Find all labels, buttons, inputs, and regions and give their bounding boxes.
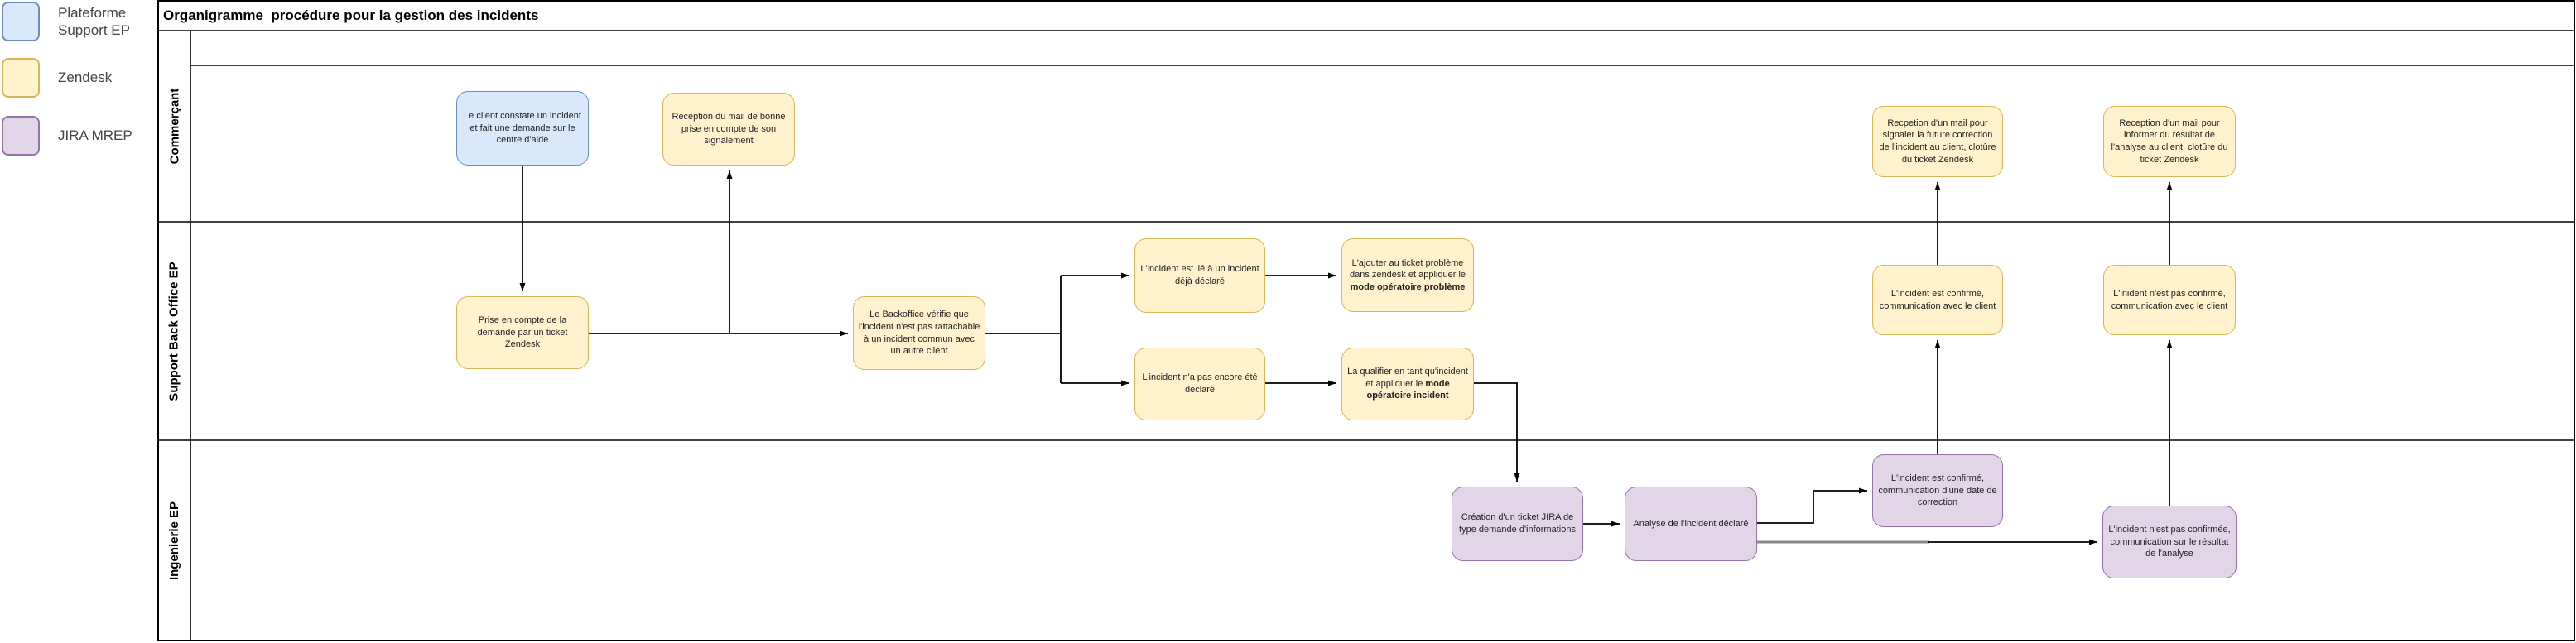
flow-node-analyse-incident-declare: Analyse de l'incident déclaré	[1625, 487, 1757, 561]
flow-node-text-recpetion-mail-future-correction: Recpetion d'un mail pour signaler la fut…	[1877, 118, 1998, 166]
flow-node-text-main: Reception d'un mail pour informer du rés…	[2111, 118, 2228, 165]
flow-node-text-main: Prise en compte de la demande par un tic…	[477, 315, 568, 350]
flow-node-incident-confirme-comm-client: L'incident est confirmé, communication a…	[1872, 265, 2003, 335]
legend-swatch-plateforme-support-ep	[2, 2, 40, 41]
flow-node-text-main: La qualifier en tant qu'incident et appl…	[1347, 367, 1468, 389]
flow-node-text-backoffice-verifie-incident: Le Backoffice vérifie que l'incident n'e…	[858, 309, 980, 357]
flow-node-text-prise-en-compte-ticket-zendesk: Prise en compte de la demande par un tic…	[461, 314, 584, 351]
flow-node-text-incident-confirme-date-correction: L'incident est confirmé, communication d…	[1877, 473, 1998, 509]
flow-node-text-incident-non-confirmee-resultat-analyse: L'incident n'est pas confirmée, communic…	[2107, 524, 2232, 560]
flow-node-backoffice-verifie-incident: Le Backoffice vérifie que l'incident n'e…	[853, 296, 985, 370]
lane-label-text-ingenierie-ep: Ingenierie EP	[167, 501, 182, 580]
flow-node-incident-pas-encore-declare: L'incident n'a pas encore été déclaré	[1134, 348, 1265, 420]
flow-node-text-reception-mail-resultat-analyse: Reception d'un mail pour informer du rés…	[2108, 118, 2231, 166]
flow-node-text-main: Réception du mail de bonne prise en comp…	[672, 112, 786, 146]
flow-node-text-main: Analyse de l'incident déclaré	[1633, 518, 1749, 529]
flow-node-qualifier-incident: La qualifier en tant qu'incident et appl…	[1341, 348, 1474, 420]
flow-node-text-bold: mode opératoire problème	[1350, 281, 1466, 292]
flow-node-text-main: L'incident est lié à un incident déjà dé…	[1140, 264, 1259, 286]
lane-label-text-commercant: Commerçant	[167, 88, 182, 165]
flow-node-text-creation-ticket-jira: Création d'un ticket JIRA de type demand…	[1457, 511, 1578, 535]
flow-node-creation-ticket-jira: Création d'un ticket JIRA de type demand…	[1452, 487, 1583, 561]
flow-node-text-main: L'incident est confirmé, communication d…	[1878, 473, 1997, 508]
flow-node-text-qualifier-incident: La qualifier en tant qu'incident et appl…	[1346, 366, 1469, 402]
legend-label-zendesk: Zendesk	[58, 70, 113, 86]
flow-node-ajouter-ticket-probleme: L'ajouter au ticket problème dans zendes…	[1341, 238, 1474, 312]
lane-label-ingenierie-ep: Ingenierie EP	[158, 440, 190, 641]
flow-node-text-main: L'incident est confirmé, communication a…	[1879, 288, 1996, 311]
connector-qualifier-to-creation-jira	[1474, 382, 1520, 482]
pool-border	[157, 0, 2575, 641]
flow-node-text-analyse-incident-declare: Analyse de l'incident déclaré	[1633, 518, 1748, 530]
flow-node-incident-non-confirmee-resultat-analyse: L'incident n'est pas confirmée, communic…	[2102, 506, 2237, 578]
legend-label-jira-mrep: JIRA MREP	[58, 127, 132, 144]
flow-node-text-incident-lie-deja-declare: L'incident est lié à un incident déjà dé…	[1139, 263, 1260, 287]
flow-node-text-client-constate-incident: Le client constate un incident et fait u…	[461, 110, 584, 146]
connector-analyse-to-confirme-date	[1757, 487, 1867, 524]
lane-label-text-support-back-office-ep: Support Back Office EP	[167, 261, 181, 401]
flow-node-text-ajouter-ticket-probleme: L'ajouter au ticket problème dans zendes…	[1346, 257, 1469, 294]
flow-node-text-incident-pas-encore-declare: L'incident n'a pas encore été déclaré	[1139, 372, 1260, 396]
flow-node-incident-lie-deja-declare: L'incident est lié à un incident déjà dé…	[1134, 238, 1265, 313]
flow-node-reception-mail-resultat-analyse: Reception d'un mail pour informer du rés…	[2103, 106, 2236, 177]
diagram-title: Organigramme procédure pour la gestion d…	[163, 7, 539, 23]
legend-label-plateforme-support-ep: Plateforme Support EP	[58, 4, 130, 38]
lane-label-support-back-office-ep: Support Back Office EP	[158, 222, 190, 440]
flow-node-text-main: Le Backoffice vérifie que l'incident n'e…	[858, 310, 980, 357]
flow-node-text-main: L'inident n'est pas confirmé, communicat…	[2111, 288, 2228, 311]
flow-node-reception-mail-bonne-prise-en-compte: Réception du mail de bonne prise en comp…	[662, 93, 795, 166]
flow-node-prise-en-compte-ticket-zendesk: Prise en compte de la demande par un tic…	[456, 296, 589, 369]
flow-node-text-main: L'incident n'est pas confirmée, communic…	[2108, 525, 2231, 559]
flow-node-text-incident-non-confirme-comm-client: L'inident n'est pas confirmé, communicat…	[2108, 288, 2231, 312]
flow-node-text-main: Recpetion d'un mail pour signaler la fut…	[1879, 118, 1996, 165]
flow-node-text-main: Le client constate un incident et fait u…	[464, 111, 581, 146]
flow-node-incident-non-confirme-comm-client: L'inident n'est pas confirmé, communicat…	[2103, 265, 2236, 335]
flow-node-recpetion-mail-future-correction: Recpetion d'un mail pour signaler la fut…	[1872, 106, 2003, 177]
flow-node-text-main: Création d'un ticket JIRA de type demand…	[1459, 512, 1576, 535]
flow-node-text-main: L'ajouter au ticket problème dans zendes…	[1349, 257, 1466, 281]
lane-label-commercant: Commerçant	[158, 31, 190, 222]
flow-node-client-constate-incident: Le client constate un incident et fait u…	[456, 91, 589, 166]
flow-node-text-reception-mail-bonne-prise-en-compte: Réception du mail de bonne prise en comp…	[667, 111, 790, 147]
flow-node-text-incident-confirme-comm-client: L'incident est confirmé, communication a…	[1877, 288, 1998, 312]
flow-node-text-main: L'incident n'a pas encore été déclaré	[1142, 372, 1258, 395]
legend-swatch-jira-mrep	[2, 116, 40, 156]
flow-node-text-bold: mode opératoire incident	[1366, 378, 1450, 401]
legend-swatch-zendesk	[2, 58, 40, 98]
flow-node-incident-confirme-date-correction: L'incident est confirmé, communication d…	[1872, 454, 2003, 527]
